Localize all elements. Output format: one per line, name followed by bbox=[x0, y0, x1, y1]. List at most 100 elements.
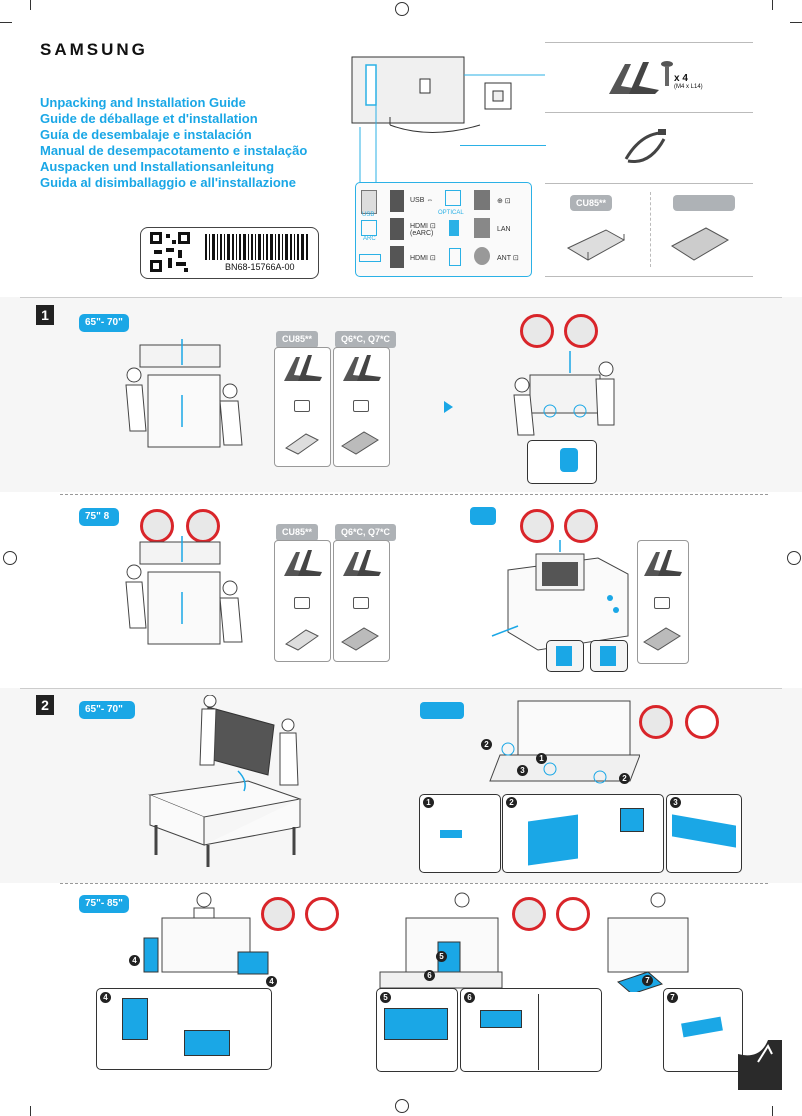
tv-on-packing-illustration bbox=[379, 892, 503, 989]
page-turn-icon bbox=[738, 1040, 782, 1090]
title-pt: Manual de desempacotamento e instalação bbox=[40, 143, 308, 158]
qr-code-icon bbox=[150, 232, 190, 272]
crop-mark bbox=[772, 1106, 773, 1116]
corner-guard-icon bbox=[620, 808, 644, 832]
ir-strip-icon bbox=[359, 254, 381, 262]
lift-off-stand-illustration bbox=[607, 892, 689, 992]
hdmi-port-icon bbox=[390, 246, 404, 268]
no-press-screen-icon bbox=[564, 314, 598, 348]
cable-bundle-icon bbox=[294, 597, 310, 609]
callout-number: 2 bbox=[619, 773, 630, 784]
detail-number: 5 bbox=[380, 992, 391, 1003]
foam-block-icon bbox=[480, 1010, 522, 1028]
clip-detail-2 bbox=[590, 640, 628, 672]
port-tag-arc: ARC bbox=[363, 236, 376, 242]
foam-block-icon bbox=[184, 1030, 230, 1056]
port-tag-usb: USB bbox=[362, 212, 375, 218]
size-badge: 65"- 70" bbox=[79, 314, 129, 332]
detail-number: 2 bbox=[506, 797, 517, 808]
size-badge: 75" 8 bbox=[79, 508, 119, 526]
model-badge-blank bbox=[673, 195, 735, 211]
stand-legs-icon bbox=[609, 62, 659, 94]
stand-cover-icon bbox=[285, 433, 319, 455]
cable-bundle-icon bbox=[353, 400, 369, 412]
clip-icon bbox=[600, 646, 616, 666]
ant-port-icon bbox=[474, 247, 490, 265]
panel-divider bbox=[538, 994, 539, 1070]
stand-legs-icon bbox=[284, 550, 322, 576]
no-sharp-tool-icon bbox=[556, 897, 590, 931]
no-lay-flat-icon bbox=[261, 897, 295, 931]
protective-film-icon bbox=[528, 814, 578, 866]
detail-number: 1 bbox=[423, 797, 434, 808]
barcode-number: BN68-15766A-00 bbox=[225, 262, 295, 272]
brand-logo: SAMSUNG bbox=[40, 40, 148, 59]
power-cable-icon bbox=[624, 129, 666, 164]
port-panel bbox=[355, 182, 532, 277]
no-lay-flat-icon bbox=[520, 314, 554, 348]
callout-number: 5 bbox=[436, 951, 447, 962]
leader-line bbox=[460, 145, 546, 146]
registration-mark-icon bbox=[3, 551, 17, 565]
no-lay-flat-icon bbox=[512, 897, 546, 931]
dashed-divider bbox=[60, 494, 768, 495]
foam-block-icon bbox=[384, 1008, 448, 1040]
arc-port-icon bbox=[361, 220, 377, 236]
port-label-usb2: USB ⇔ bbox=[410, 197, 434, 204]
model-badge: Q6*C, Q7*C bbox=[335, 524, 397, 541]
no-sharp-tool-icon bbox=[305, 897, 339, 931]
service-port-icon bbox=[474, 190, 490, 210]
title-it: Guida al disimballaggio e all'installazi… bbox=[40, 175, 296, 190]
open-box-illustration bbox=[491, 540, 629, 651]
stand-legs-icon bbox=[343, 550, 381, 576]
registration-mark-icon bbox=[395, 2, 409, 16]
unpack-box-illustration bbox=[125, 536, 243, 645]
stand-cover-icon bbox=[285, 629, 319, 651]
hdmi-earc-port-icon bbox=[390, 218, 404, 240]
no-press-screen-icon bbox=[564, 509, 598, 543]
cable-bundle-icon bbox=[654, 597, 670, 609]
no-lay-flat-icon bbox=[520, 509, 554, 543]
usb-port-icon bbox=[390, 190, 404, 212]
model-badge: CU85** bbox=[276, 331, 319, 348]
size-badge: 65"- 70" 7 bbox=[79, 701, 135, 719]
barcode-icon bbox=[205, 234, 308, 260]
step-number: 1 bbox=[36, 305, 54, 325]
crop-mark bbox=[30, 1106, 31, 1116]
accessory-divider bbox=[545, 183, 753, 184]
clip-icon bbox=[556, 646, 572, 666]
callout-number: 4 bbox=[129, 955, 140, 966]
lift-tv-illustration bbox=[513, 351, 615, 436]
crop-mark bbox=[772, 0, 773, 10]
blank-blue-badge bbox=[470, 507, 496, 525]
foam-block-icon bbox=[122, 998, 148, 1040]
detail-number: 6 bbox=[464, 992, 475, 1003]
callout-number: 2 bbox=[481, 739, 492, 750]
detail-panel-2 bbox=[502, 794, 664, 873]
detail-number: 3 bbox=[670, 797, 681, 808]
lan-port-icon bbox=[474, 218, 490, 238]
section-rule bbox=[20, 688, 782, 689]
callout-number: 7 bbox=[642, 975, 653, 986]
model-badge-cu85: CU85** bbox=[570, 195, 613, 211]
screw-spec: (M4 x L14) bbox=[674, 84, 703, 90]
registration-mark-icon bbox=[787, 551, 801, 565]
protective-sheet-icon bbox=[341, 431, 379, 455]
dashed-divider bbox=[60, 883, 768, 884]
screw-icon bbox=[661, 61, 673, 86]
callout-number: 1 bbox=[536, 753, 547, 764]
detail-number: 4 bbox=[100, 992, 111, 1003]
registration-mark-icon bbox=[395, 1099, 409, 1113]
guide-titles: Unpacking and Installation Guide Guide d… bbox=[40, 95, 307, 191]
next-arrow-icon bbox=[444, 401, 453, 413]
tape-strip-icon bbox=[440, 830, 462, 838]
stand-cover-icon bbox=[566, 229, 626, 261]
title-en: Unpacking and Installation Guide bbox=[40, 95, 246, 110]
stand-legs-icon bbox=[644, 550, 682, 576]
optical-port-icon bbox=[445, 190, 461, 206]
unpack-box-illustration bbox=[125, 339, 243, 448]
title-es: Guía de desembalaje e instalación bbox=[40, 127, 252, 142]
step-number: 2 bbox=[36, 695, 54, 715]
port-label-hdmi-earc: HDMI ⊡ (eARC) bbox=[410, 223, 436, 237]
accessory-divider bbox=[545, 112, 753, 113]
